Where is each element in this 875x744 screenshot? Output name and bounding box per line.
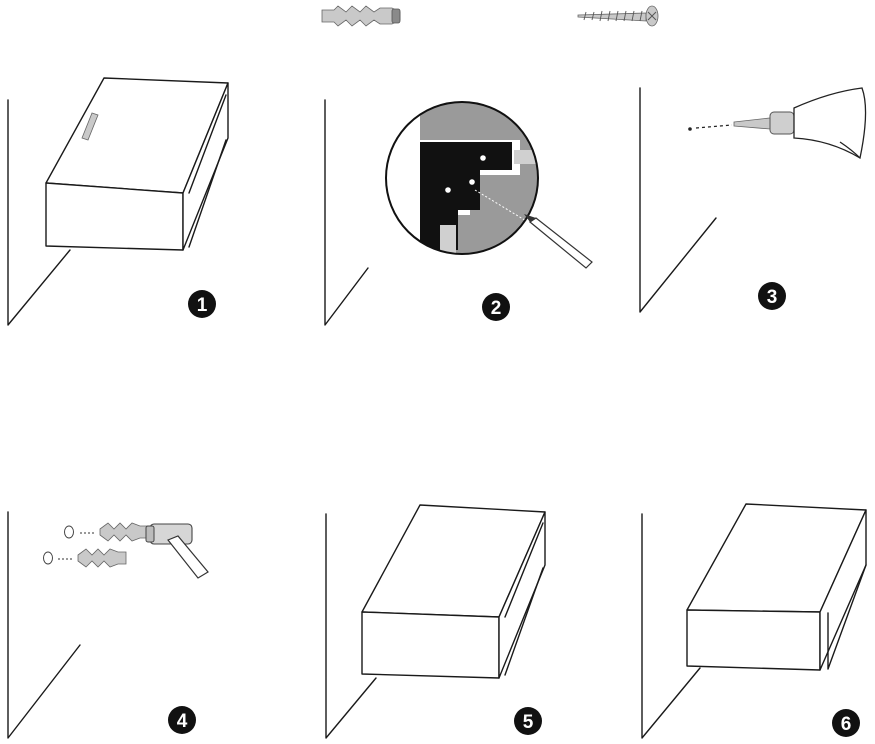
panel-step-3: 3 [639, 87, 867, 313]
step-number: 3 [767, 287, 778, 308]
step-badge-3: 3 [758, 282, 786, 310]
step-badge-1: 1 [188, 290, 216, 318]
step-number: 2 [491, 298, 502, 319]
panel-step-2: 2 [324, 99, 593, 326]
wall-hole-icon [43, 525, 74, 565]
wall-anchor-icon [81, 112, 99, 141]
drill-icon [733, 87, 867, 160]
step-badge-6: 6 [832, 709, 860, 737]
pencil-icon [524, 214, 593, 269]
step-number: 5 [523, 712, 534, 733]
step-number: 4 [177, 711, 188, 732]
step-badge-2: 2 [482, 293, 510, 321]
wall-anchor-icon [321, 5, 401, 27]
panel-step-6: 6 [641, 503, 867, 739]
screw-icon [577, 5, 659, 27]
step-number: 1 [197, 295, 208, 316]
wall-anchor-icon [77, 548, 127, 568]
panel-step-4: 4 [7, 511, 209, 739]
hammer-icon [145, 523, 209, 579]
magnifier-detail [385, 101, 539, 255]
wall-anchor-icon [99, 522, 149, 542]
step-badge-4: 4 [168, 706, 196, 734]
panel-step-5: 5 [325, 504, 546, 739]
step-number: 6 [841, 714, 852, 735]
panel-step-1: 1 [7, 77, 229, 326]
step-badge-5: 5 [514, 707, 542, 735]
